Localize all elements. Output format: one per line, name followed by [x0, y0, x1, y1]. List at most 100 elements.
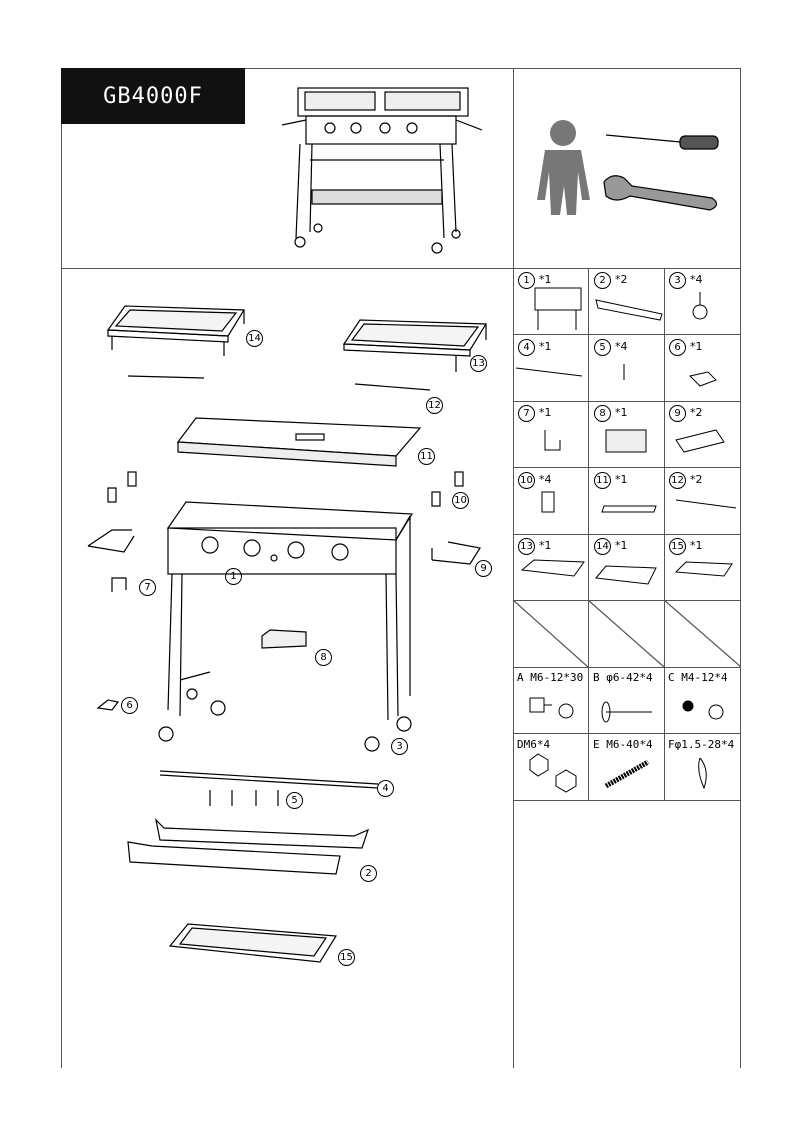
part-number: 10	[518, 472, 535, 489]
model-badge: GB4000F	[61, 68, 245, 124]
callout-3: 3	[391, 738, 408, 755]
part-12-label: 12 *2	[669, 472, 703, 489]
part-quantity: *1	[539, 539, 552, 552]
part-14-drawing	[106, 305, 246, 356]
callout-15: 15	[338, 949, 355, 966]
part-quantity: *1	[539, 340, 552, 353]
part-number: 12	[669, 472, 686, 489]
part-number: 8	[594, 405, 611, 422]
callout-12: 12	[426, 397, 443, 414]
grid-col-line	[588, 268, 589, 800]
callout-14: 14	[246, 330, 263, 347]
part-9-label: 9*2	[669, 405, 703, 422]
callout-11: 11	[418, 448, 435, 465]
part-12-rod-right	[354, 383, 431, 391]
part-5-label: 5 *4	[594, 339, 628, 356]
part-13-label: 13 *1	[518, 538, 552, 555]
part-number: 1	[518, 272, 535, 289]
callout-7: 7	[139, 579, 156, 596]
part-number: 4	[518, 339, 535, 356]
part-quantity: *1	[690, 340, 703, 353]
parts-thumbnails	[515, 287, 737, 585]
part-8-label: 8 *1	[594, 405, 628, 422]
part-2-label: 2 *2	[594, 272, 628, 289]
grid-row-line	[513, 667, 741, 668]
part-quantity: *1	[690, 539, 703, 552]
hardware-e-label: E M6-40*4	[593, 738, 653, 751]
hardware-b-label: B φ6-42*4	[593, 671, 653, 684]
part-11-label: 11 *1	[594, 472, 628, 489]
part-number: 3	[669, 272, 686, 289]
part-9-handle-right	[431, 541, 481, 565]
part-10-label: 10 *4	[518, 472, 552, 489]
part-4-drawing	[159, 770, 379, 789]
callout-5: 5	[286, 792, 303, 809]
part-quantity: *1	[539, 273, 552, 286]
part-quantity: *2	[615, 273, 628, 286]
part-number: 15	[669, 538, 686, 555]
hardware-c-label: C M4-12*4	[668, 671, 728, 684]
part-10-drawing	[107, 471, 464, 507]
part-6-label: 6*1	[669, 339, 703, 356]
hardware-a-label: A M6-12*30	[517, 671, 584, 684]
part-1-drawing	[166, 501, 414, 721]
part-quantity: *4	[690, 273, 703, 286]
part-quantity: *2	[690, 406, 703, 419]
part-5-drawing	[209, 790, 279, 806]
part-number: 11	[594, 472, 611, 489]
part-number: 13	[518, 538, 535, 555]
grid-row-line	[513, 334, 741, 335]
grid-row-line	[513, 534, 741, 535]
part-quantity: *2	[690, 473, 703, 486]
callout-1: 1	[225, 568, 242, 585]
part-3-label: 3 *4	[669, 272, 703, 289]
callout-13: 13	[470, 355, 487, 372]
hardware-f-label: Fφ1.5-28*4	[668, 738, 735, 751]
part-quantity: *1	[615, 539, 628, 552]
part-2-drawing	[127, 818, 369, 875]
callout-8: 8	[315, 649, 332, 666]
part-quantity: *1	[539, 406, 552, 419]
part-13-drawing	[342, 319, 488, 372]
part-11-drawing	[176, 417, 422, 467]
part-3-drawing	[158, 688, 412, 752]
wrench-icon	[603, 175, 718, 211]
grid-row-line	[513, 401, 741, 402]
callout-4: 4	[377, 780, 394, 797]
callout-6: 6	[121, 697, 138, 714]
grid-row-line	[513, 800, 741, 801]
hardware-thumbnails	[529, 697, 724, 793]
part-quantity: *1	[615, 406, 628, 419]
empty-cells	[512, 599, 742, 668]
part-15-drawing	[168, 923, 338, 963]
part-1-label: 1 *1	[518, 272, 552, 289]
part-number: 2	[594, 272, 611, 289]
part-quantity: *4	[615, 340, 628, 353]
part-14-label: 14 *1	[594, 538, 628, 555]
part-7-drawing	[111, 577, 127, 592]
grid-row-line	[513, 600, 741, 601]
part-quantity: *4	[539, 473, 552, 486]
part-15-label: 15 *1	[669, 538, 703, 555]
hardware-d-label: DM6*4	[517, 738, 551, 751]
column-divider	[513, 68, 514, 1068]
part-4-label: 4 *1	[518, 339, 552, 356]
callout-2: 2	[360, 865, 377, 882]
grid-col-line	[664, 268, 665, 800]
part-7-label: 7 *1	[518, 405, 552, 422]
part-8-drawing	[261, 629, 307, 649]
grid-row-line	[513, 467, 741, 468]
part-number: 7	[518, 405, 535, 422]
part-number: 5	[594, 339, 611, 356]
part-number: 14	[594, 538, 611, 555]
part-quantity: *1	[615, 473, 628, 486]
screwdriver-icon	[605, 134, 719, 150]
grill-thumbnail	[281, 87, 483, 254]
callout-10: 10	[452, 492, 469, 509]
grid-row-line	[513, 733, 741, 734]
header-divider	[61, 268, 741, 269]
callout-9: 9	[475, 560, 492, 577]
part-9-handle-left	[87, 529, 135, 553]
page-frame	[61, 68, 741, 1068]
